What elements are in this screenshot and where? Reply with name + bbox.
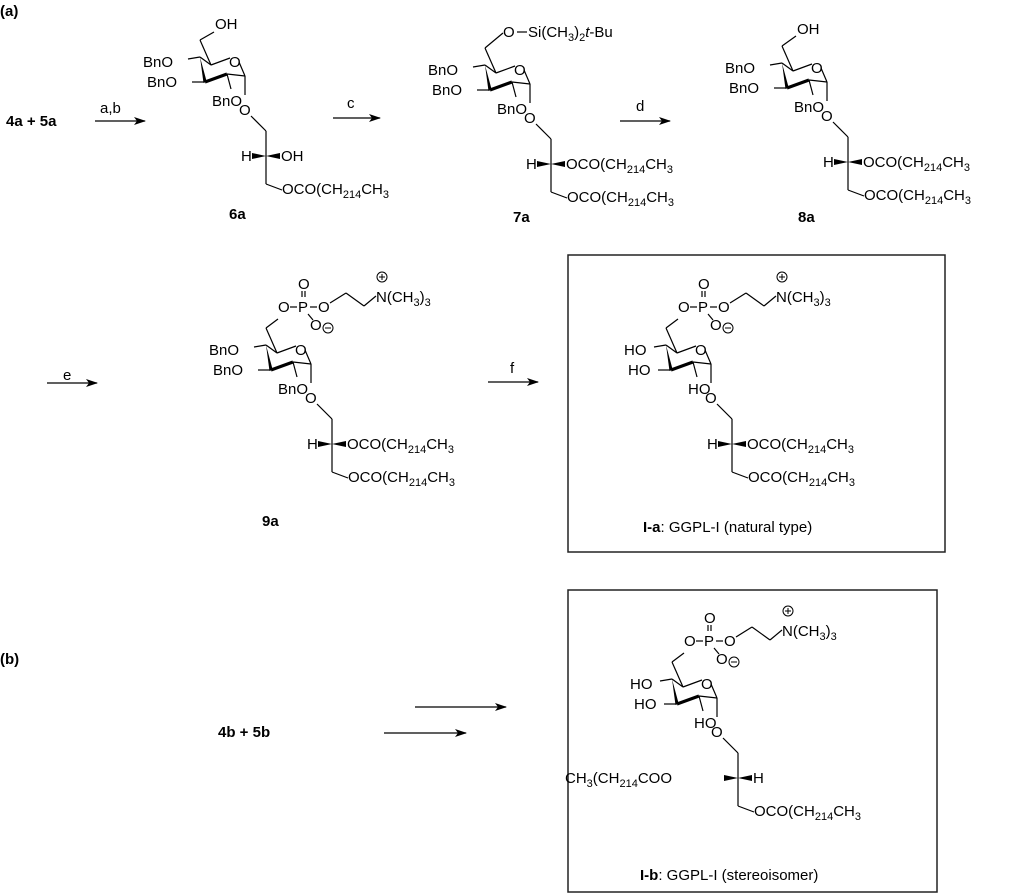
ib-ring-o: O bbox=[701, 676, 713, 693]
reagent-e: e bbox=[63, 367, 71, 384]
c9a-ammonium: N(CH3)3 bbox=[376, 289, 431, 309]
reagent-d: d bbox=[636, 98, 644, 115]
label-9a: 9a bbox=[262, 513, 279, 530]
c9a-bno-2: BnO bbox=[278, 381, 308, 398]
ib-o-p: O bbox=[684, 633, 696, 650]
panel-label-b: (b) bbox=[0, 651, 19, 668]
label-8a: 8a bbox=[798, 209, 815, 226]
c8a-bno-2: BnO bbox=[794, 99, 824, 116]
c6a-bno-3: BnO bbox=[147, 74, 177, 91]
ia-o-p: O bbox=[678, 299, 690, 316]
ia-caption: I-a: GGPL-I (natural type) bbox=[643, 519, 812, 536]
c6a-bno-4: BnO bbox=[143, 54, 173, 71]
product-box-ib bbox=[567, 589, 938, 893]
ia-ammonium: N(CH3)3 bbox=[776, 289, 831, 309]
ib-h: H bbox=[753, 770, 764, 787]
ib-ho-3: HO bbox=[634, 696, 657, 713]
c8a-ester-2: OCO(CH214CH3 bbox=[864, 187, 971, 207]
ib-ammonium: N(CH3)3 bbox=[782, 623, 837, 643]
label-6a: 6a bbox=[229, 206, 246, 223]
ia-o-minus: O bbox=[710, 317, 722, 334]
reagent-ab: a,b bbox=[100, 100, 121, 117]
c9a-ester-1: OCO(CH214CH3 bbox=[347, 436, 454, 456]
ia-ho-3: HO bbox=[628, 362, 651, 379]
ia-ho-4: HO bbox=[624, 342, 647, 359]
ia-h: H bbox=[707, 436, 718, 453]
c9a-o-chain: O bbox=[318, 299, 330, 316]
compound-9a: O P O O O N(CH3)3 O BnO BnO BnO O H OCO(… bbox=[209, 271, 455, 489]
c8a-anomeric-o: O bbox=[821, 108, 833, 125]
ib-ho-2: HO bbox=[694, 715, 717, 732]
reactants-b: 4b + 5b bbox=[218, 724, 270, 741]
c8a-oh-top: OH bbox=[797, 21, 820, 38]
c9a-ring-o: O bbox=[295, 342, 307, 359]
ia-p-oxo: O bbox=[698, 276, 710, 293]
panel-label-a: (a) bbox=[0, 3, 18, 20]
c7a-bno-4: BnO bbox=[428, 62, 458, 79]
c9a-o-minus: O bbox=[310, 317, 322, 334]
ia-ester-1: OCO(CH214CH3 bbox=[747, 436, 854, 456]
ib-caption: I-b: GGPL-I (stereoisomer) bbox=[640, 867, 818, 884]
c6a-ester: OCO(CH214CH3 bbox=[282, 181, 389, 201]
c9a-p: P bbox=[298, 299, 308, 316]
ib-p-oxo: O bbox=[704, 610, 716, 627]
c7a-ester-1: OCO(CH214CH3 bbox=[566, 156, 673, 176]
c9a-bno-3: BnO bbox=[213, 362, 243, 379]
c7a-ring-o: O bbox=[514, 62, 526, 79]
ib-anomeric-o: O bbox=[711, 724, 723, 741]
ia-anomeric-o: O bbox=[705, 390, 717, 407]
reactants-a: 4a + 5a bbox=[6, 113, 57, 130]
c7a-bno-3: BnO bbox=[432, 82, 462, 99]
c9a-p-oxo: O bbox=[298, 276, 310, 293]
ia-ester-2: OCO(CH214CH3 bbox=[748, 469, 855, 489]
ib-o-chain: O bbox=[724, 633, 736, 650]
compound-ib: O P O O O N(CH3)3 O HO HO HO O CH3(CH214… bbox=[565, 605, 861, 823]
c8a-h: H bbox=[823, 154, 834, 171]
ia-p: P bbox=[698, 299, 708, 316]
ib-id: I-b bbox=[640, 867, 658, 884]
c6a-bno-2: BnO bbox=[212, 93, 242, 110]
reagent-f: f bbox=[510, 360, 515, 377]
ia-o-chain: O bbox=[718, 299, 730, 316]
ib-o-minus: O bbox=[716, 651, 728, 668]
compound-7a: O Si(CH3)2t-Bu O BnO BnO BnO O H OCO(CH2… bbox=[428, 24, 674, 209]
label-7a: 7a bbox=[513, 209, 530, 226]
ib-p: P bbox=[704, 633, 714, 650]
c6a-oh-top: OH bbox=[215, 16, 238, 33]
c6a-anomeric-o: O bbox=[239, 102, 251, 119]
c7a-si-group: Si(CH3)2t-Bu bbox=[528, 24, 613, 44]
ia-desc: : GGPL-I (natural type) bbox=[661, 519, 813, 536]
c6a-ring-o: O bbox=[229, 54, 241, 71]
c7a-o-si: O bbox=[503, 24, 515, 41]
compound-ia: O P O O O N(CH3)3 O HO HO HO O H OCO(CH2… bbox=[624, 271, 855, 489]
ib-desc: : GGPL-I (stereoisomer) bbox=[658, 867, 818, 884]
c8a-bno-4: BnO bbox=[725, 60, 755, 77]
compound-6a: OH O BnO BnO BnO O H OH OCO(CH214CH3 bbox=[143, 16, 389, 201]
ia-ring-o: O bbox=[695, 342, 707, 359]
c8a-bno-3: BnO bbox=[729, 80, 759, 97]
c9a-bno-4: BnO bbox=[209, 342, 239, 359]
c7a-bno-2: BnO bbox=[497, 101, 527, 118]
ia-id: I-a bbox=[643, 519, 661, 536]
c6a-oh-2: OH bbox=[281, 148, 304, 165]
product-box-ia bbox=[567, 254, 946, 553]
c9a-ester-2: OCO(CH214CH3 bbox=[348, 469, 455, 489]
c7a-ester-2: OCO(CH214CH3 bbox=[567, 189, 674, 209]
compound-8a: OH O BnO BnO BnO O H OCO(CH214CH3 OCO(CH… bbox=[725, 21, 971, 207]
c8a-ring-o: O bbox=[811, 60, 823, 77]
ib-ester-rev: CH3(CH214COO bbox=[565, 770, 672, 790]
c6a-h: H bbox=[241, 148, 252, 165]
ia-ho-2: HO bbox=[688, 381, 711, 398]
c9a-o-p: O bbox=[278, 299, 290, 316]
ib-ester-2: OCO(CH214CH3 bbox=[754, 803, 861, 823]
reagent-c: c bbox=[347, 95, 355, 112]
c8a-ester-1: OCO(CH214CH3 bbox=[863, 154, 970, 174]
ib-ho-4: HO bbox=[630, 676, 653, 693]
c7a-anomeric-o: O bbox=[524, 110, 536, 127]
c9a-h: H bbox=[307, 436, 318, 453]
c9a-anomeric-o: O bbox=[305, 390, 317, 407]
c7a-h: H bbox=[526, 156, 537, 173]
